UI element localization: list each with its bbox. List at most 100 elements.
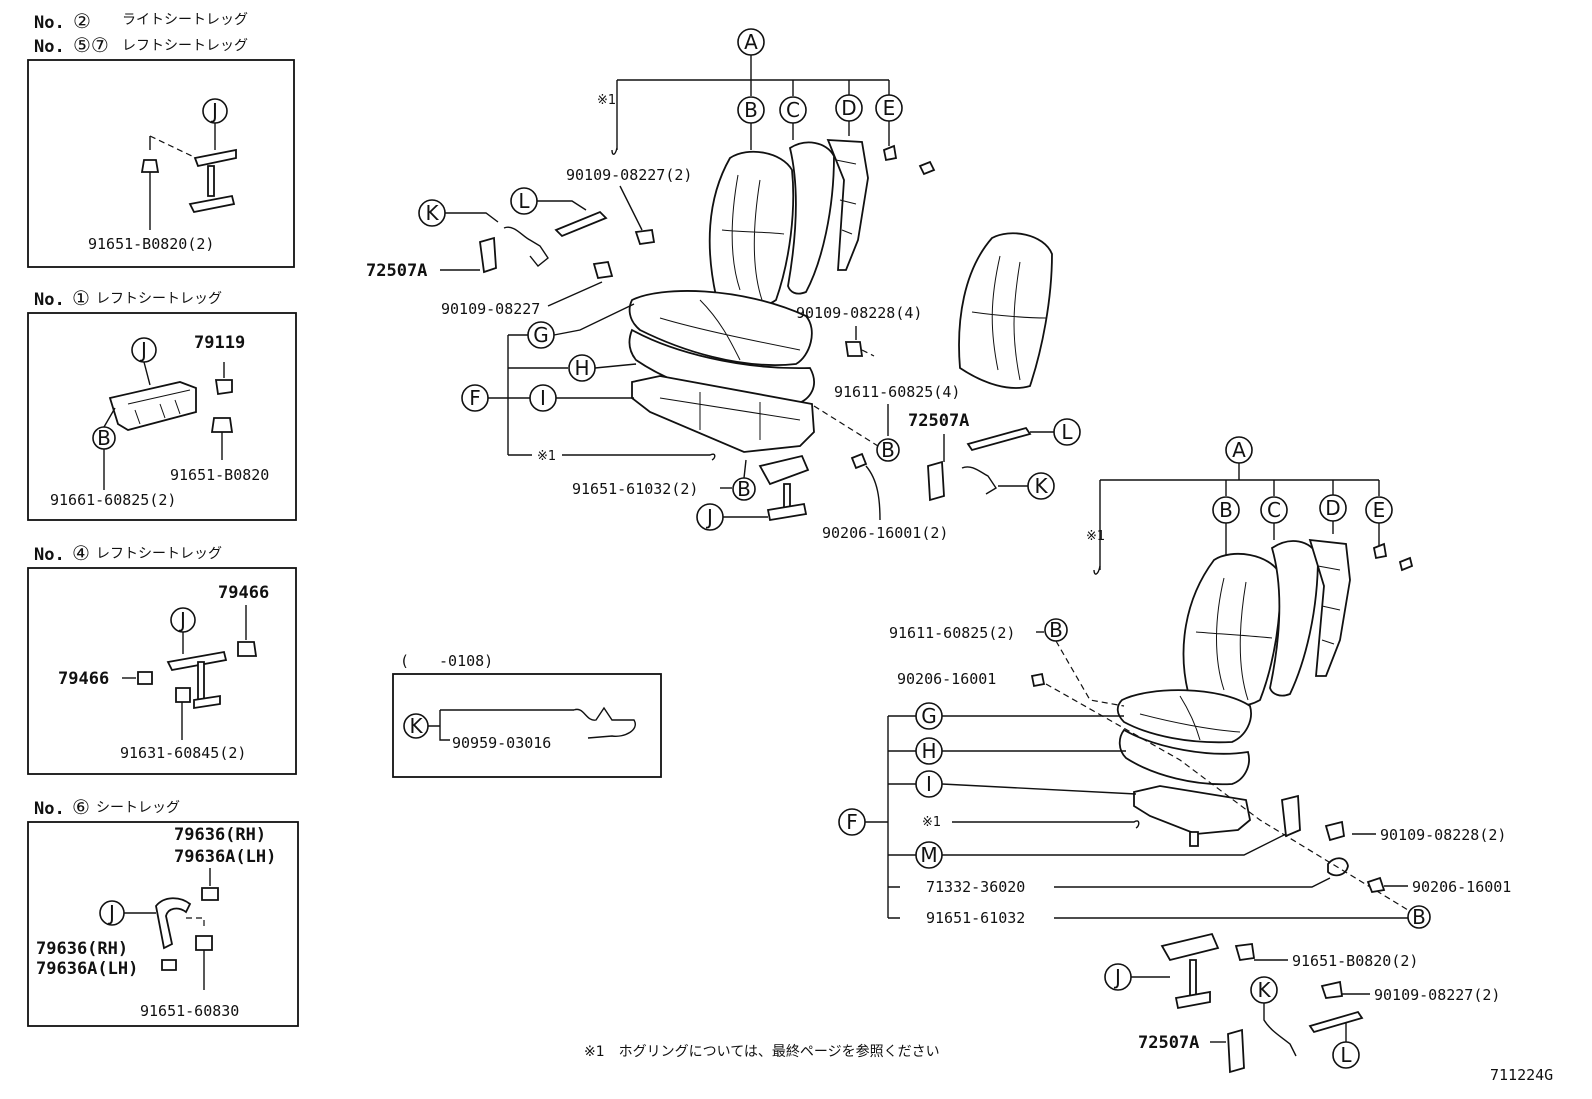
bolt <box>175 687 191 703</box>
part-number: 72507A <box>908 411 969 431</box>
seat-leg-bracket <box>193 148 237 168</box>
hog-ring-mark: ※1 <box>1086 529 1105 544</box>
middle-parts: 72507A L K <box>908 232 1081 502</box>
inset-title: レフトシートレッグ <box>96 291 222 307</box>
callout-h: H <box>921 739 936 763</box>
part-number: 91651-61032 <box>926 909 1025 927</box>
callout-j: J <box>107 901 115 925</box>
nut <box>161 959 177 971</box>
inset-frame <box>27 59 295 268</box>
callout-k: K <box>425 201 439 225</box>
callout-k: K <box>409 714 423 738</box>
callout-d: D <box>1325 496 1340 520</box>
callout-b: B <box>1219 498 1233 522</box>
seat-leg-bracket <box>155 897 192 950</box>
inset-no-label: No. <box>34 290 65 310</box>
seat-cushion-cover <box>628 290 813 366</box>
seat-leg <box>758 454 810 486</box>
callout-g: G <box>921 704 937 728</box>
nut <box>137 671 153 685</box>
callout-circle <box>1053 418 1081 446</box>
callout-f: F <box>469 386 481 410</box>
inset-frame <box>27 567 297 775</box>
callout-h: H <box>574 356 589 380</box>
inset-frame <box>27 312 297 521</box>
callout-j: J <box>1113 965 1121 989</box>
part-number: 91651-B0820(2) <box>1292 952 1418 970</box>
callout-b: B <box>744 98 758 122</box>
inset-no2-5-7: No. ② ライトシートレッグ No. ⑤⑦ レフトシートレッグ J 91651… <box>27 9 295 268</box>
callout-a: A <box>1232 438 1246 462</box>
callout-e: E <box>1373 498 1386 522</box>
seat-leg-post <box>197 661 205 701</box>
callout-e: E <box>883 96 896 120</box>
rod <box>554 210 608 238</box>
inset-title: レフトシートレッグ <box>122 38 248 54</box>
seat-leg-foot <box>766 502 808 522</box>
seatback-pad <box>787 141 835 295</box>
part-number: 79466 <box>218 583 269 603</box>
clip-e <box>1398 556 1414 572</box>
seat-frame <box>631 375 815 453</box>
inset-number: ④ <box>72 541 90 565</box>
inset-number: ② <box>73 9 91 33</box>
part-number: 79636A(LH) <box>36 959 138 979</box>
cable-bracket <box>479 236 497 274</box>
inset-no-label: No. <box>34 799 65 819</box>
bolt-head <box>140 159 160 173</box>
inset-harness: ( -0108) K 90959-03016 <box>392 652 662 778</box>
rod <box>1308 1010 1364 1034</box>
callout-l: L <box>1061 420 1073 444</box>
seat-leg-foot <box>188 194 236 214</box>
seat-frame <box>1133 785 1251 835</box>
callout-b: B <box>881 438 895 462</box>
bracket-m <box>1281 794 1301 838</box>
hog-ring-mark: ※1 <box>537 449 556 464</box>
callout-j: J <box>178 608 186 632</box>
callout-i: I <box>926 772 932 796</box>
range-label: ( -0108) <box>400 652 493 670</box>
callout-l: L <box>518 189 530 213</box>
inset-title: シートレッグ <box>96 800 180 816</box>
callout-i: I <box>540 386 546 410</box>
nut <box>201 887 219 901</box>
bolt <box>1234 942 1256 962</box>
inset-no-label: No. <box>34 545 65 565</box>
part-number: 91651-B0820(2) <box>88 235 214 253</box>
seatback-cover <box>1182 553 1282 707</box>
washer <box>850 452 868 470</box>
inset-frame <box>392 673 662 778</box>
clip-e <box>1372 542 1388 560</box>
inset-frame <box>27 821 299 1027</box>
clip-e <box>882 144 898 162</box>
inset-no4: No. ④ レフトシートレッグ 79466 J 79466 91631-6084… <box>27 541 297 775</box>
seat-leg-post <box>1189 959 1197 997</box>
footnote: ※1 ホグリングについては、最終ページを参照ください <box>584 1043 940 1060</box>
seatback-frame <box>826 139 869 271</box>
inset-title: ライトシートレッグ <box>122 12 248 28</box>
part-number: 79466 <box>58 669 109 689</box>
callout-a: A <box>744 30 758 54</box>
bolt <box>634 228 656 245</box>
part-number: 90109-08227(2) <box>566 166 692 184</box>
part-number: 91651-B0820 <box>170 466 269 484</box>
part-number: 90206-16001 <box>897 670 996 688</box>
callout-d: D <box>841 96 856 120</box>
cable-bracket <box>927 460 945 502</box>
inset-no6: No. ⑥ シートレッグ 79636(RH) 79636A(LH) J 7963… <box>27 795 299 1027</box>
seatback-cover <box>958 232 1053 389</box>
clip-e <box>918 160 936 176</box>
seat-leg-foot <box>193 694 221 710</box>
seatback-cover <box>708 150 795 308</box>
bottom-seat-assembly: A ※1 B C D E F G H I <box>838 436 1511 1074</box>
bolt <box>210 417 234 433</box>
callout-b: B <box>97 426 111 450</box>
callout-circle <box>1407 905 1431 929</box>
cable-bracket <box>1227 1028 1245 1074</box>
part-number: 90109-08227(2) <box>1374 986 1500 1004</box>
top-seat-assembly: A ※1 B C D E <box>366 28 960 542</box>
diagram-code: 711224G <box>1490 1066 1553 1084</box>
bolt <box>844 341 864 357</box>
part-number: 71332-36020 <box>926 878 1025 896</box>
washer <box>1030 672 1046 688</box>
